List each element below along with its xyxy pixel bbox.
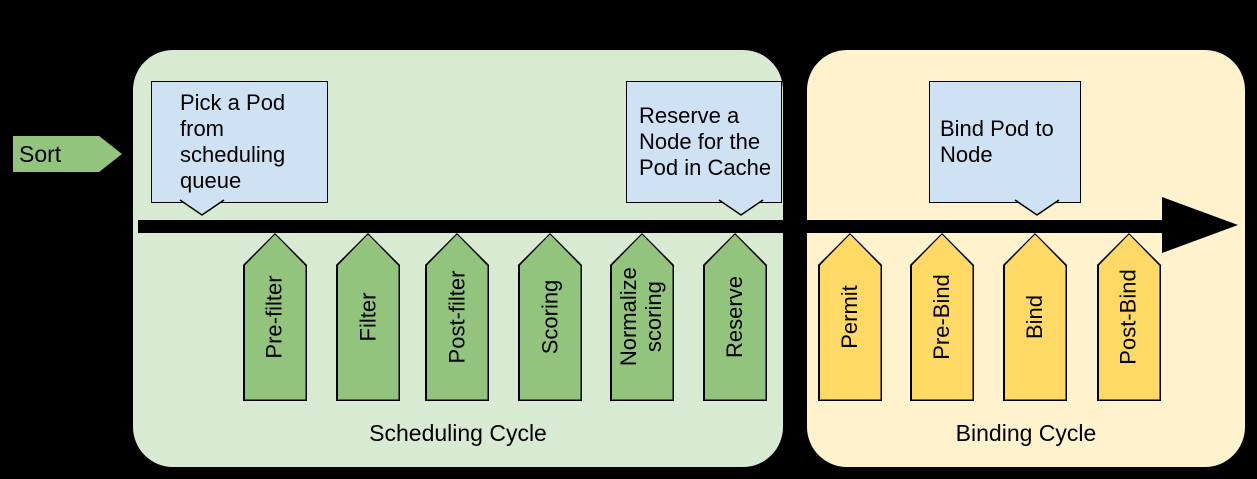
stage-label: Post-filter <box>444 270 470 364</box>
callout-pick-pod-text: Pick a Pod from scheduling queue <box>180 90 286 193</box>
stage-label: Permit <box>837 285 862 349</box>
stage-label: Scoring <box>537 279 562 355</box>
stage-label: Normalize scoring <box>616 267 666 367</box>
stage-permit: Permit <box>818 233 882 401</box>
sort-label: Sort <box>19 140 62 167</box>
callout-pick-pod: Pick a Pod from scheduling queue <box>151 81 328 216</box>
stage-pre-bind: Pre-Bind <box>910 233 974 401</box>
stage-label: Pre-filter <box>262 275 287 359</box>
callout-bind-pod-text: Bind Pod to Node <box>940 116 1054 167</box>
sort-arrow: Sort <box>12 135 123 173</box>
scheduling-cycle-title: Scheduling Cycle <box>369 420 547 446</box>
stage-label: Post-Bind <box>1116 269 1142 365</box>
stage-normalize-scoring: Normalize scoring <box>610 233 674 401</box>
stage-bind: Bind <box>1003 233 1067 401</box>
stage-label: Bind <box>1021 294 1047 340</box>
callout-bind-pod: Bind Pod to Node <box>929 81 1081 216</box>
stage-reserve: Reserve <box>703 233 767 401</box>
binding-cycle-title: Binding Cycle <box>955 420 1097 446</box>
stage-pre-filter: Pre-filter <box>243 233 307 401</box>
stage-post-filter: Post-filter <box>425 233 489 401</box>
callout-reserve-node: Reserve a Node for the Pod in Cache <box>626 81 782 216</box>
stage-label: Filter <box>354 292 380 342</box>
callout-tail-icon <box>718 199 764 216</box>
stage-label: Pre-Bind <box>929 274 954 360</box>
stage-post-bind: Post-Bind <box>1097 233 1161 401</box>
stage-label: Reserve <box>722 276 748 358</box>
stage-filter: Filter <box>336 233 400 401</box>
sort-arrow-fill: Sort <box>13 136 122 172</box>
callout-tail-icon <box>1014 199 1060 216</box>
callout-reserve-node-text: Reserve a Node for the Pod in Cache <box>639 103 772 180</box>
stage-scoring: Scoring <box>518 233 582 401</box>
callout-tail-icon <box>179 199 225 216</box>
timeline-arrow-shaft <box>138 220 1170 233</box>
